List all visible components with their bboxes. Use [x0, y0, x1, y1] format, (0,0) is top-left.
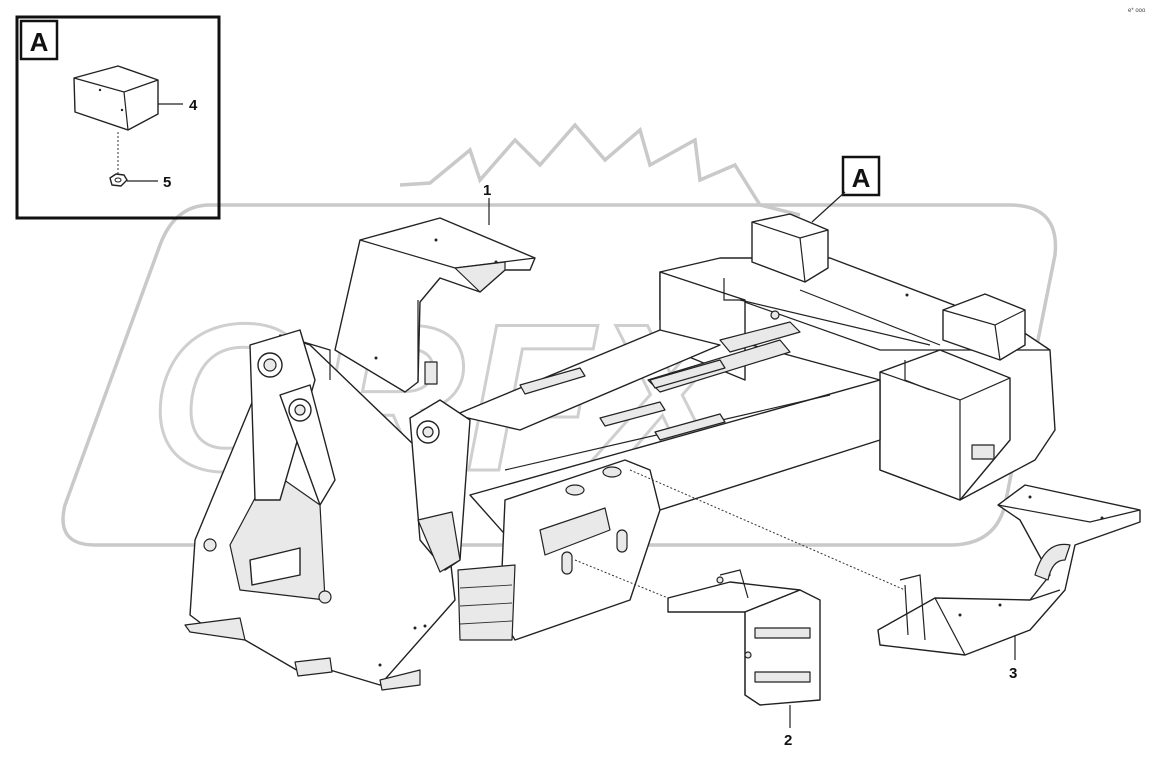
detail-ref-frame	[841, 155, 881, 197]
fender-plate	[334, 217, 536, 393]
detail-box-title: A	[30, 27, 49, 57]
front-tower	[184, 329, 471, 691]
center-frame	[454, 329, 881, 641]
assembly-line-bracket	[629, 469, 906, 591]
detail-box-frame	[15, 15, 221, 220]
assembly-line-step	[574, 559, 669, 599]
corner-code: e* ooo	[1128, 8, 1146, 14]
detail-ref-label: A	[852, 163, 871, 193]
callout-3: 3	[1009, 665, 1017, 682]
callout-2: 2	[784, 732, 792, 749]
detail-box-title-frame	[19, 19, 59, 61]
detail-box-a: A 4 5	[15, 15, 221, 220]
detail-ref-leader	[811, 191, 846, 223]
counterweight-block-detail	[73, 65, 159, 131]
callout-4: 4	[189, 97, 198, 114]
rear-frame	[647, 213, 1056, 501]
bracket-plate	[877, 484, 1141, 656]
step-assembly	[667, 569, 821, 706]
callout-5: 5	[163, 174, 171, 191]
nut-detail	[109, 173, 128, 187]
callout-1: 1	[483, 182, 491, 199]
